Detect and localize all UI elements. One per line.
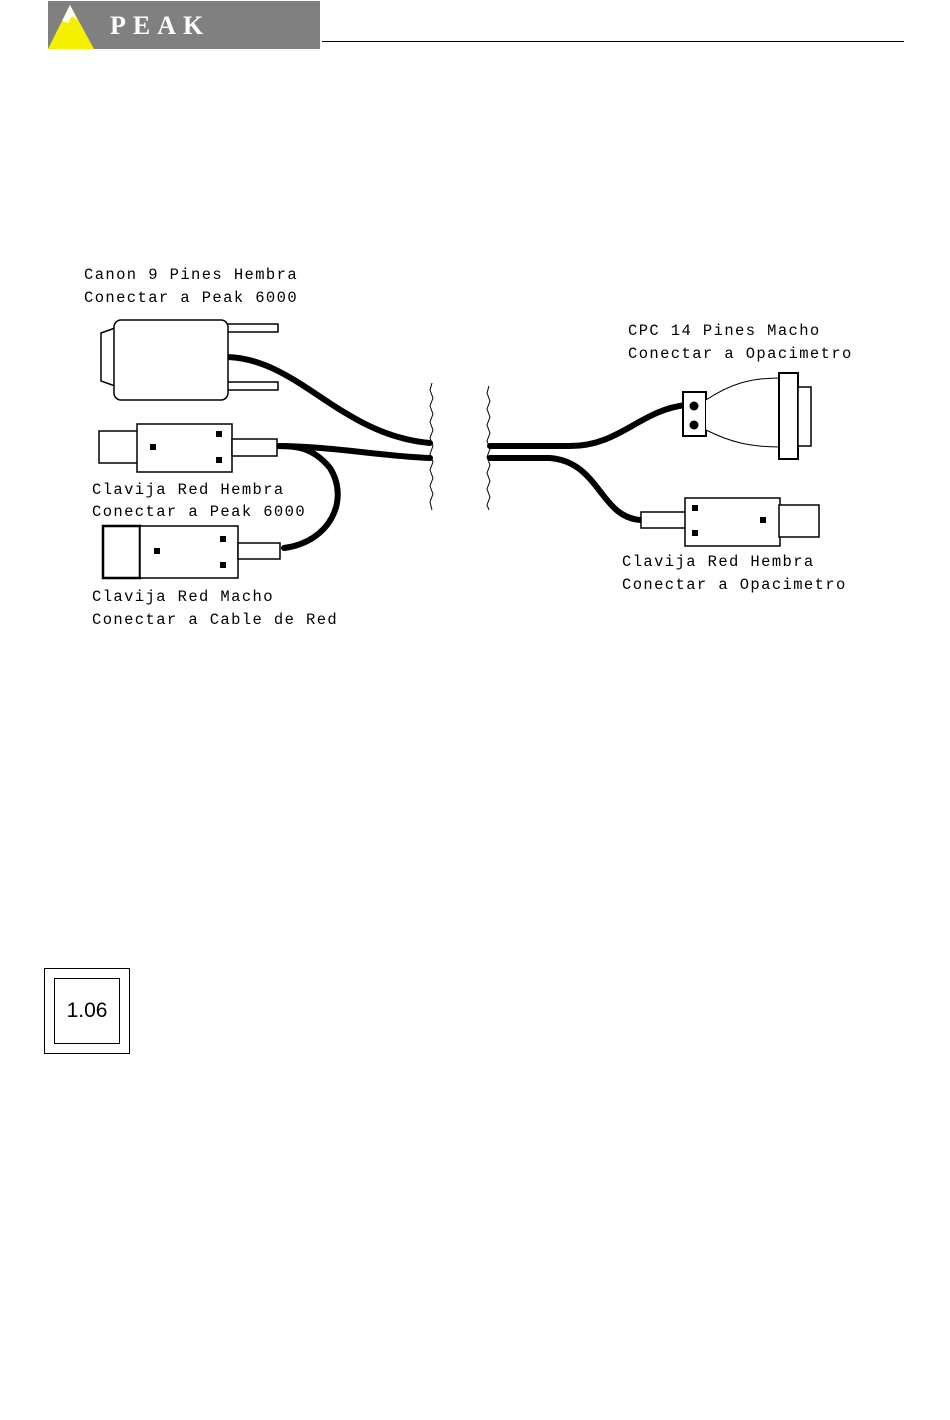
break-line-left: [430, 383, 433, 510]
cable-cpc: [490, 405, 686, 446]
canon-title-label: Canon 9 Pines Hembra: [84, 266, 298, 284]
logo-text: PEAK: [110, 11, 210, 40]
cpc-14-pin-connector: [683, 373, 811, 459]
red-hembra-right-connector: [641, 498, 819, 546]
red-hembra-left-connect-label: Conectar a Peak 6000: [92, 503, 306, 521]
red-macho-connector: [103, 526, 280, 578]
red-hembra-left-connector: [99, 424, 277, 472]
red-macho-connect-label: Conectar a Cable de Red: [92, 611, 338, 629]
cpc-title-label: CPC 14 Pines Macho: [628, 322, 821, 340]
peak-logo: PEAK: [48, 1, 320, 49]
version-inner-box: 1.06: [54, 978, 120, 1044]
red-hembra-right-title-label: Clavija Red Hembra: [622, 553, 815, 571]
version-label: 1.06: [67, 999, 108, 1023]
version-box: 1.06: [44, 968, 130, 1054]
header-rule: [322, 41, 904, 42]
red-hembra-right-connect-label: Conectar a Opacimetro: [622, 576, 847, 594]
cable-canon: [228, 357, 430, 443]
cable-red-macho: [276, 446, 338, 548]
red-macho-title-label: Clavija Red Macho: [92, 588, 274, 606]
cable-diagram: Canon 9 Pines Hembra Conectar a Peak 600…: [0, 250, 950, 650]
cable-red-hembra-right: [490, 458, 641, 520]
red-hembra-left-title-label: Clavija Red Hembra: [92, 481, 285, 499]
canon-connect-label: Conectar a Peak 6000: [84, 289, 298, 307]
cpc-connect-label: Conectar a Opacimetro: [628, 345, 853, 363]
